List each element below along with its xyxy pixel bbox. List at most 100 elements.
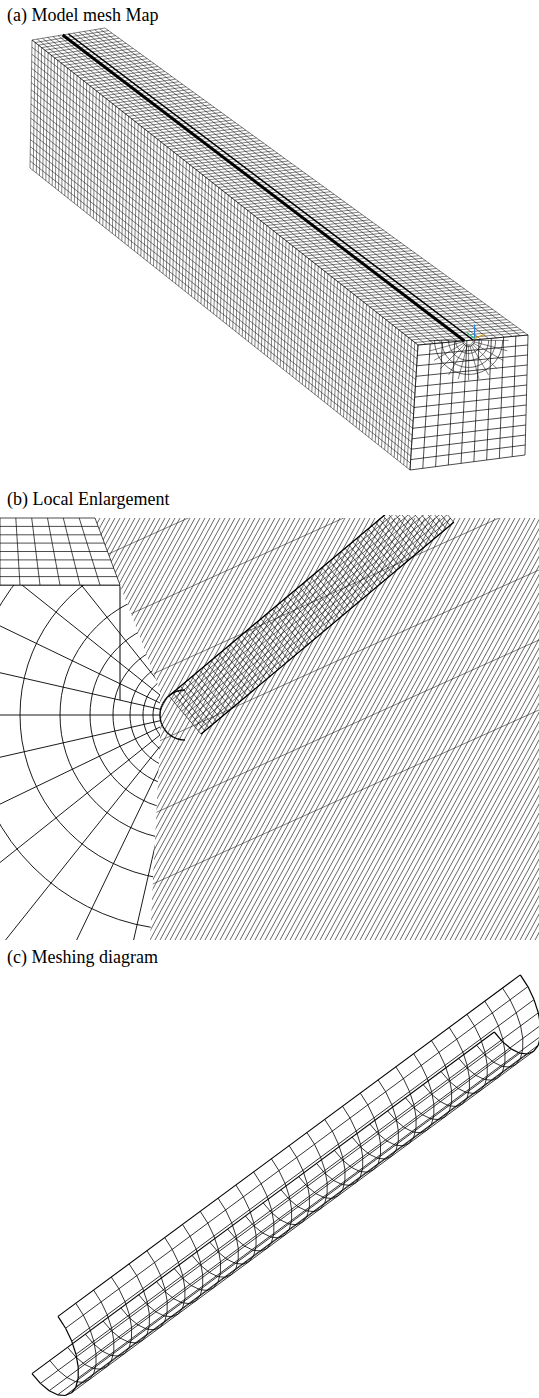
mesh-line [516,1013,520,1026]
mesh-line [0,518,100,940]
mesh-line [385,1156,391,1159]
mesh-line [471,353,472,354]
mesh-line [137,831,146,834]
mesh-line [107,1361,111,1367]
mesh-line [432,1115,434,1124]
mesh-line [480,356,481,357]
mesh-line [169,734,171,735]
mesh-line [485,1052,487,1065]
mesh-line [174,691,176,693]
mesh-line [441,345,442,347]
mesh-line [160,721,162,723]
mesh-line [503,988,511,1000]
mesh-line [484,351,486,352]
mesh-line [202,1275,203,1286]
mesh-line [121,677,124,682]
mesh-line [396,1067,404,1079]
mesh-line [159,713,161,715]
mesh-line [488,358,489,360]
mesh-line [164,728,165,730]
mesh-line [0,518,230,940]
mesh-line [395,518,539,940]
model-mesh-map [30,28,528,470]
mesh-line [58,975,520,1317]
mesh-line [0,518,225,940]
mesh-line [453,362,455,363]
mesh-line [153,723,155,725]
mesh-line [471,344,489,375]
mesh-line [183,1278,192,1285]
mesh-line [505,518,539,940]
mesh-line [370,1124,379,1134]
mesh-line [414,1105,416,1118]
mesh-line [467,367,469,368]
mesh-line [298,1207,307,1211]
mesh-line [226,1210,232,1223]
mesh-line [470,344,479,379]
mesh-line [63,35,465,341]
mesh-line [178,1262,182,1275]
mesh-line [160,719,162,721]
mesh-line [66,987,528,1329]
mesh-line [459,1058,468,1068]
mesh-line [195,515,448,727]
mesh-line [183,689,185,690]
mesh-line [146,754,149,757]
mesh-line [307,1186,316,1193]
mesh-line [30,147,411,450]
mesh-line [396,1121,405,1128]
mesh-line [60,598,69,608]
mesh-line [405,1128,414,1132]
mesh-line [243,1261,249,1264]
mesh-line [130,706,132,710]
mesh-line [99,568,110,574]
mesh-line [66,754,69,763]
mesh-line [154,725,156,727]
mesh-line [403,1079,409,1092]
mesh-line [461,373,464,375]
mesh-line [457,356,458,358]
mesh-line [171,685,173,686]
mesh-line [22,563,34,575]
mesh-line [425,518,539,940]
mesh-line [78,1025,539,1367]
mesh-line [443,351,445,353]
mesh-line [0,603,2,618]
mesh-line [113,721,115,727]
mesh-line [261,1184,267,1197]
mesh-line [245,1246,253,1250]
mesh-line [68,1347,76,1357]
mesh-line [469,1078,470,1089]
mesh-line [138,744,140,748]
mesh-line [32,1374,40,1384]
mesh-line [448,344,449,346]
mesh-line [163,751,166,753]
mesh-line [495,360,497,362]
mesh-line [93,1368,101,1370]
mesh-line [50,1361,58,1371]
mesh-line [201,1265,210,1272]
mesh-line [267,1197,271,1210]
mesh-line [280,518,510,940]
mesh-line [174,1299,182,1303]
mesh-line [201,1262,203,1275]
mesh-line [475,1026,481,1039]
mesh-line [441,340,442,342]
mesh-line [158,696,159,698]
mesh-line [486,348,488,349]
mesh-line [162,691,164,693]
mesh-line [396,1145,404,1147]
mesh-line [481,341,482,342]
mesh-line [66,1328,72,1341]
mesh-line [236,1239,245,1246]
mesh-line [118,782,124,787]
mesh-line [64,744,67,753]
mesh-line [380,1144,381,1155]
mesh-line [320,1203,324,1209]
mesh-line [25,754,29,767]
mesh-line [254,1172,262,1184]
mesh-line [374,1118,378,1131]
mesh-line [485,1076,487,1085]
mesh-line [120,822,129,827]
mesh-line [78,780,84,788]
